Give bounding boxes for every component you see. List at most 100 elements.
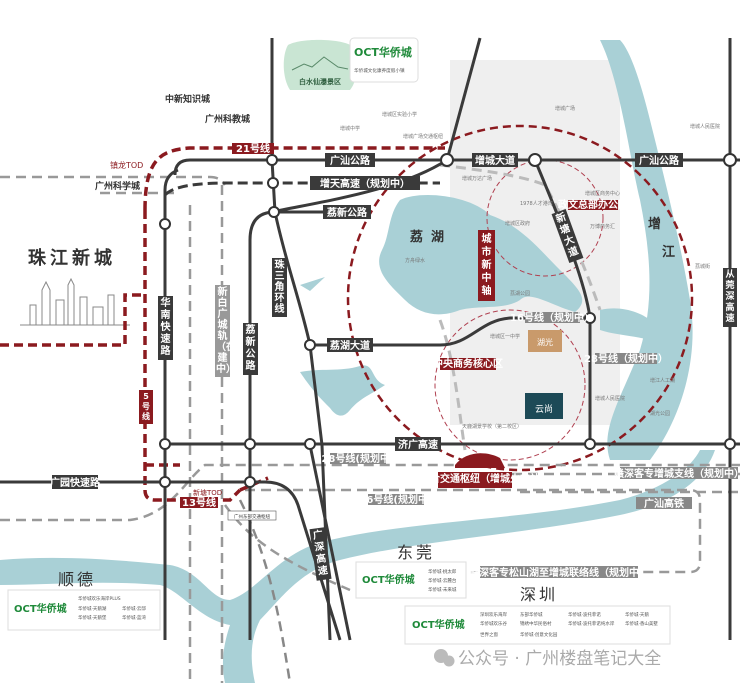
svg-text:华侨城·桃太郎: 华侨城·桃太郎 <box>428 568 457 575</box>
svg-text:28号线（规划中）: 28号线（规划中） <box>584 352 668 365</box>
svg-text:增江人工湖: 增江人工湖 <box>650 377 675 384</box>
lihu-avenue <box>310 316 590 347</box>
project-huguang[interactable] <box>528 330 562 352</box>
svg-text:公众号 · 广州楼盘笔记大全: 公众号 · 广州楼盘笔记大全 <box>458 649 661 669</box>
svg-text:广汕高铁: 广汕高铁 <box>644 497 684 510</box>
dongguan-label: 东莞 <box>397 543 435 562</box>
svg-text:华侨城·波托菲诺: 华侨城·波托菲诺 <box>568 611 601 618</box>
metro-13 <box>143 210 242 502</box>
river-branch <box>600 308 650 340</box>
svg-text:深圳欢乐海岸: 深圳欢乐海岸 <box>480 611 507 618</box>
svg-text:华侨城·创意文化园: 华侨城·创意文化园 <box>520 631 558 638</box>
svg-text:1978人才港湾: 1978人才港湾 <box>520 200 553 207</box>
congguan-label: 从莞深高速 <box>723 268 737 327</box>
hub-badge <box>438 472 512 488</box>
connector-road <box>271 158 448 214</box>
shunde-label: 顺德 <box>58 570 96 589</box>
svg-text:华侨城·天鹅: 华侨城·天鹅 <box>625 611 649 618</box>
svg-text:增城广场: 增城广场 <box>555 105 575 112</box>
svg-text:华侨城·天鹅湖: 华侨城·天鹅湖 <box>78 605 107 612</box>
skyline-icon <box>20 277 130 326</box>
kejiao-label: 广州科教城 <box>205 113 250 125</box>
train-icon <box>455 453 505 468</box>
core-radius-circle <box>346 124 694 472</box>
metro-21 <box>143 146 445 211</box>
oct-top-subtitle: 华侨城文化康养度假小镇 <box>354 67 405 74</box>
oct-logo: OCT华侨城 <box>354 45 412 59</box>
project-huguang-label: 湖光 <box>537 337 553 347</box>
svg-text:13号线: 13号线 <box>182 496 216 509</box>
svg-text:赣深客专增城支线（规划中）: 赣深客专增城支线（规划中） <box>614 467 740 480</box>
svg-text:天鹿湖景学校（第二校区）: 天鹿湖景学校（第二校区） <box>462 423 522 430</box>
zengjiang-label-2: 江 <box>662 244 675 260</box>
svg-text:济广高速: 济广高速 <box>398 438 438 451</box>
svg-text:荔湖大道: 荔湖大道 <box>329 339 370 352</box>
svg-text:16号线(规划中): 16号线(规划中) <box>359 493 432 506</box>
project-yunshang-label: 云尚 <box>535 403 553 415</box>
svg-text:荔新公路: 荔新公路 <box>326 206 368 219</box>
north-diag-road <box>445 37 482 161</box>
zhongxin-label: 中新知识城 <box>165 93 210 105</box>
svg-text:OCT华侨城: OCT华侨城 <box>412 618 465 631</box>
svg-text:增城人民医院: 增城人民医院 <box>690 123 720 130</box>
svg-text:方舟绿水: 方舟绿水 <box>405 257 425 264</box>
cbd-zone-badge <box>440 358 496 370</box>
svg-text:增城大道: 增城大道 <box>475 154 515 167</box>
lixin-v-label: 荔新公路 <box>243 323 258 375</box>
rail-spur <box>438 319 467 451</box>
svg-text:新塘TOD: 新塘TOD <box>193 488 222 497</box>
cbd-zone-label: 中央商务核心区 <box>433 357 503 370</box>
svg-text:增城人民医院: 增城人民医院 <box>595 395 625 402</box>
huanan-label: 华南快速路 <box>158 296 173 360</box>
svg-text:21号线: 21号线 <box>236 142 270 155</box>
svg-text:华侨城欢乐海岸PLUS: 华侨城欢乐海岸PLUS <box>78 595 121 602</box>
svg-text:广汕公路: 广汕公路 <box>639 154 680 167</box>
guangshen-expressway <box>308 444 352 641</box>
svg-text:16号线（规划中）: 16号线（规划中） <box>510 311 594 324</box>
road-junctions <box>159 153 737 488</box>
pond <box>300 277 325 291</box>
svg-text:赣深客专松山湖至增城联络线（规划中）: 赣深客专松山湖至增城联络线（规划中） <box>469 566 649 579</box>
line-28 <box>0 463 740 522</box>
svg-text:华侨城·蓝湾: 华侨城·蓝湾 <box>122 614 146 621</box>
ganshen-link <box>245 488 702 574</box>
svg-text:镇龙TOD: 镇龙TOD <box>110 160 143 170</box>
svg-text:世界之窗: 世界之窗 <box>480 631 498 638</box>
lihu-label: 荔湖 <box>409 229 452 245</box>
xinbai-label: 新白广城轨（在建中） <box>215 285 236 377</box>
guangyuan-expressway <box>0 480 342 641</box>
zhusanjiao-label: 珠三角环线 <box>272 258 287 317</box>
svg-text:广汕公路: 广汕公路 <box>330 154 371 167</box>
svg-text:荔湖公园: 荔湖公园 <box>510 290 530 297</box>
road-labels: 广汕公路 广汕公路 增天高速（规划中） 荔新公路 增城大道 荔湖大道 济广高速 … <box>50 153 740 579</box>
poi-labels: 增城区实验小学 增城广场 增城人民医院 增城万达广场 增城区政府 1978人才港… <box>340 105 720 430</box>
baishui-label: 白水仙瀑景区 <box>299 77 341 86</box>
svg-text:广园快速路: 广园快速路 <box>50 476 101 489</box>
svg-text:广州东部交通枢纽: 广州东部交通枢纽 <box>234 513 270 520</box>
oct-top-card <box>349 37 419 83</box>
oct-card-shunde: OCT华侨城 华侨城欢乐海岸PLUS 华侨城·天鹅湖 华侨城·云邸 华侨城·天鹅… <box>7 589 161 631</box>
svg-text:湖光公园: 湖光公园 <box>650 410 670 417</box>
svg-text:OCT华侨城: OCT华侨城 <box>362 573 415 586</box>
zengjiang-label-1: 增 <box>648 216 661 232</box>
zengtian-expressway <box>163 181 440 197</box>
axis-label: 城市新中轴 <box>478 230 495 301</box>
svg-text:华侨城·云麓台: 华侨城·云麓台 <box>428 577 457 584</box>
svg-text:锦绣中华民俗村: 锦绣中华民俗村 <box>520 620 552 627</box>
svg-text:28号线(规划中): 28号线(规划中) <box>321 452 394 465</box>
svg-text:增城区实验小学: 增城区实验小学 <box>382 111 417 118</box>
project-yunshang[interactable] <box>525 393 563 419</box>
svg-text:华侨城·未来城: 华侨城·未来城 <box>428 586 457 593</box>
metro-labels: 21号线 13号线 16号线（规划中） 28号线（规划中） 28号线(规划中) … <box>110 142 668 521</box>
kexue-label: 广州科学城 <box>95 180 140 192</box>
cbd-zone-circle <box>434 309 586 461</box>
svg-text:万博商务汇: 万博商务汇 <box>590 223 615 230</box>
svg-text:增城区商务中心: 增城区商务中心 <box>585 190 620 197</box>
pearl-river <box>0 450 715 683</box>
svg-text:增天高速（规划中）: 增天高速（规划中） <box>320 177 410 190</box>
oct-card-shenzhen: OCT华侨城 深圳欢乐海岸 东部华侨城 华侨城·波托菲诺 华侨城·天鹅 华侨城欢… <box>404 605 671 645</box>
hub-label: 增城综合交通枢纽（增城火车站） <box>400 472 550 485</box>
metro-5-label: 5号线 <box>139 390 153 424</box>
svg-text:华侨城·天鹅堡: 华侨城·天鹅堡 <box>78 614 107 621</box>
